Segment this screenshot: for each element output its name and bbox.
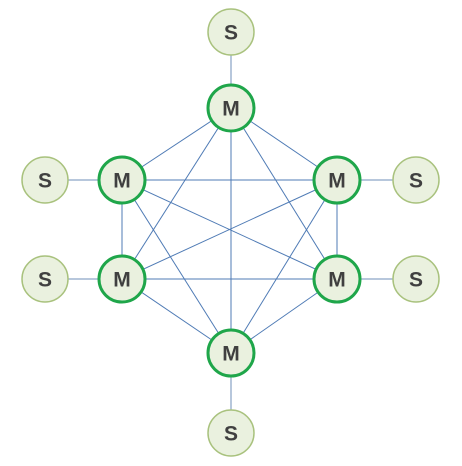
mesh-edge bbox=[230, 107, 338, 280]
slave-node-left-upper: S bbox=[21, 156, 69, 204]
master-node-top: M bbox=[206, 83, 256, 133]
master-circle bbox=[97, 254, 147, 304]
master-label: M bbox=[222, 98, 240, 121]
slave-label: S bbox=[409, 269, 423, 292]
slave-node-top: S bbox=[207, 8, 255, 56]
master-label: M bbox=[328, 269, 346, 292]
mesh-edge bbox=[121, 179, 232, 354]
master-node-lower-left: M bbox=[97, 254, 147, 304]
mesh-edge bbox=[230, 179, 338, 354]
slave-label: S bbox=[224, 22, 238, 45]
master-label: M bbox=[328, 170, 346, 193]
master-node-upper-left: M bbox=[97, 155, 147, 205]
master-node-bottom: M bbox=[206, 328, 256, 378]
master-label: M bbox=[113, 170, 131, 193]
master-circle bbox=[206, 328, 256, 378]
slave-node-bottom: S bbox=[207, 409, 255, 457]
master-circle bbox=[97, 155, 147, 205]
master-node-lower-right: M bbox=[312, 254, 362, 304]
master-node-upper-right: M bbox=[312, 155, 362, 205]
mesh-edge bbox=[121, 179, 338, 280]
master-circle bbox=[206, 83, 256, 133]
slave-label: S bbox=[38, 269, 52, 292]
nodes: S S S S S S M M M M M M bbox=[21, 8, 440, 457]
slave-node-right-lower: S bbox=[392, 255, 440, 303]
slave-circle bbox=[207, 409, 255, 457]
mesh-edges bbox=[121, 107, 338, 354]
slave-node-left-lower: S bbox=[21, 255, 69, 303]
slave-label: S bbox=[38, 170, 52, 193]
slave-label: S bbox=[224, 423, 238, 446]
slave-label: S bbox=[409, 170, 423, 193]
master-label: M bbox=[113, 269, 131, 292]
slave-circle bbox=[21, 156, 69, 204]
master-circle bbox=[312, 155, 362, 205]
slave-circle bbox=[392, 156, 440, 204]
master-label: M bbox=[222, 343, 240, 366]
mesh-edge bbox=[121, 107, 232, 280]
slave-circle bbox=[207, 8, 255, 56]
slave-circle bbox=[21, 255, 69, 303]
slave-circle bbox=[392, 255, 440, 303]
master-circle bbox=[312, 254, 362, 304]
slave-node-right-upper: S bbox=[392, 156, 440, 204]
